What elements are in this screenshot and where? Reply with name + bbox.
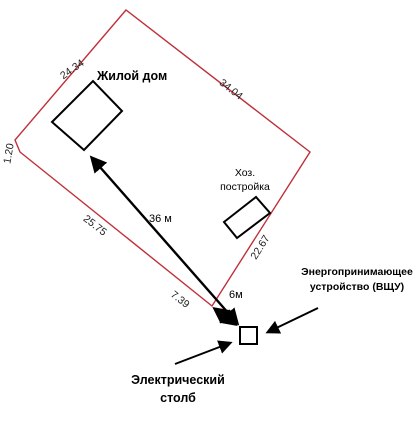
meter-device-label-line1: Энергопринимающее bbox=[301, 266, 413, 278]
outbuilding-footprint bbox=[222, 195, 272, 240]
house-label: Жилой дом bbox=[96, 69, 167, 83]
boundary-to-meter-distance-arrow bbox=[212, 306, 238, 327]
side-length-bottom-short: 7.39 bbox=[168, 289, 192, 311]
meter-device-label-line2: устройство (ВЩУ) bbox=[310, 281, 404, 293]
outbuilding-label-line2: постройка bbox=[220, 181, 270, 193]
side-length-bottom-left: 25.75 bbox=[81, 213, 109, 239]
meter-device-callout-arrow bbox=[265, 307, 319, 334]
plot-boundary bbox=[14, 9, 311, 308]
house-to-meter-distance-arrow bbox=[89, 155, 240, 326]
pole-label-line2: столб bbox=[160, 391, 196, 405]
meter-device-box bbox=[239, 326, 258, 345]
pole-label-line1: Электрический bbox=[131, 373, 225, 387]
outbuilding-label-line1: Хоз. bbox=[235, 167, 255, 179]
boundary-to-meter-distance-label: 6м bbox=[229, 289, 243, 301]
house-footprint bbox=[50, 79, 124, 152]
pole-callout-arrow bbox=[174, 340, 233, 365]
side-length-right-lower: 22.67 bbox=[248, 233, 272, 262]
house-to-meter-distance-label: 36 м bbox=[149, 213, 172, 225]
side-length-left-short: 1.20 bbox=[1, 142, 16, 164]
